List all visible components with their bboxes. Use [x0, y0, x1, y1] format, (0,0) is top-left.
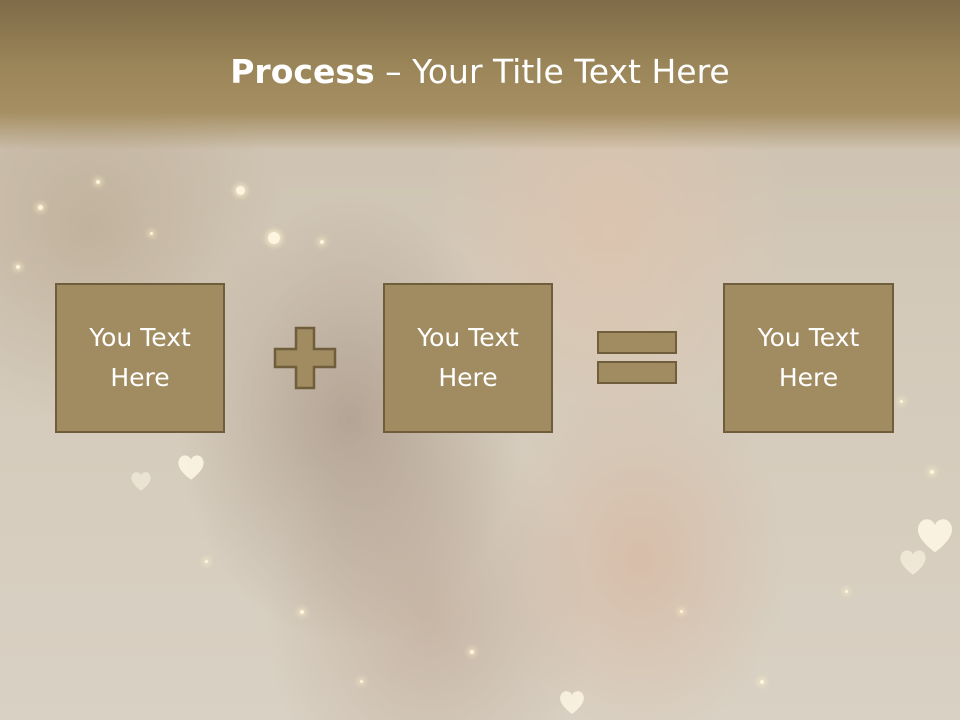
sparkle	[205, 560, 208, 563]
sparkle	[680, 610, 683, 613]
sparkle	[320, 240, 324, 244]
equals-bar-top	[597, 331, 677, 354]
process-box-2: You Text Here	[383, 283, 553, 433]
sparkle	[930, 470, 934, 474]
sparkle	[845, 590, 848, 593]
sparkle	[300, 610, 304, 614]
sparkle	[470, 650, 474, 654]
process-box-3-text: You Text Here	[757, 323, 860, 392]
process-box-1: You Text Here	[55, 283, 225, 433]
process-box-1-text: You Text Here	[89, 323, 191, 392]
heart-icon	[178, 455, 204, 480]
title-bar: Process – Your Title Text Here	[0, 0, 960, 150]
heart-icon	[131, 472, 151, 491]
sparkle	[96, 180, 100, 184]
sparkle	[268, 232, 280, 244]
process-box-2-text: You Text Here	[417, 323, 519, 392]
plus-icon	[273, 326, 337, 390]
sparkle	[38, 205, 43, 210]
process-box-3: You Text Here	[723, 283, 894, 433]
sparkle	[900, 400, 903, 403]
heart-icon	[917, 519, 953, 553]
sparkle	[760, 680, 764, 684]
sparkle	[360, 680, 363, 683]
slide-title: Process – Your Title Text Here	[0, 52, 960, 91]
heart-icon	[900, 550, 926, 575]
sparkle	[16, 265, 20, 269]
title-bold-text: Process	[230, 52, 375, 91]
sparkle	[236, 186, 245, 195]
sparkle	[150, 232, 153, 235]
equals-bar-bottom	[597, 361, 677, 384]
heart-icon	[560, 691, 584, 714]
title-rest-text: – Your Title Text Here	[374, 52, 730, 91]
